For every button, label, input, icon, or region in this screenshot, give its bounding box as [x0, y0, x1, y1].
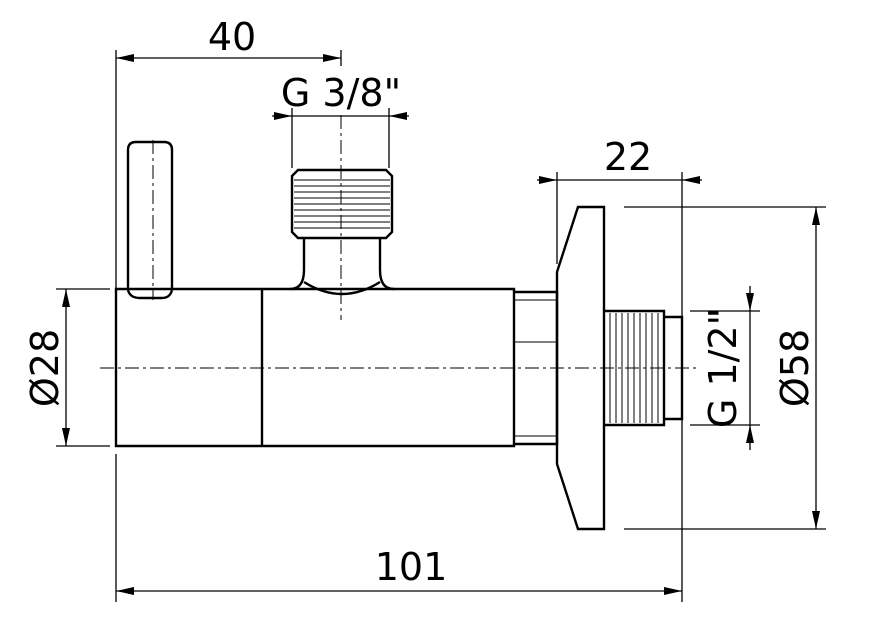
dimension-thread-inlet: G 1/2"	[690, 286, 760, 450]
dimension-diameter-58-label: Ø58	[773, 329, 817, 407]
centerlines	[100, 115, 700, 369]
dimension-101: 101	[115, 454, 682, 602]
dimension-thread-outlet-label: G 3/8"	[281, 71, 401, 115]
dimension-diameter-28: Ø28	[23, 288, 110, 447]
dimension-thread-outlet: G 3/8"	[272, 71, 409, 168]
dimension-101-label: 101	[375, 545, 448, 589]
dimension-40: 40	[115, 15, 342, 289]
dimension-diameter-58: Ø58	[624, 206, 826, 530]
dimension-thread-inlet-label: G 1/2"	[701, 308, 745, 428]
dimension-40-label: 40	[208, 15, 256, 59]
dimension-22: 22	[537, 135, 702, 602]
handle-lever	[126, 140, 174, 300]
inlet-thread	[604, 309, 684, 427]
dimension-diameter-28-label: Ø28	[23, 329, 67, 407]
outlet-connector	[289, 168, 395, 296]
dimension-22-label: 22	[604, 135, 652, 179]
wall-flange	[555, 205, 606, 531]
